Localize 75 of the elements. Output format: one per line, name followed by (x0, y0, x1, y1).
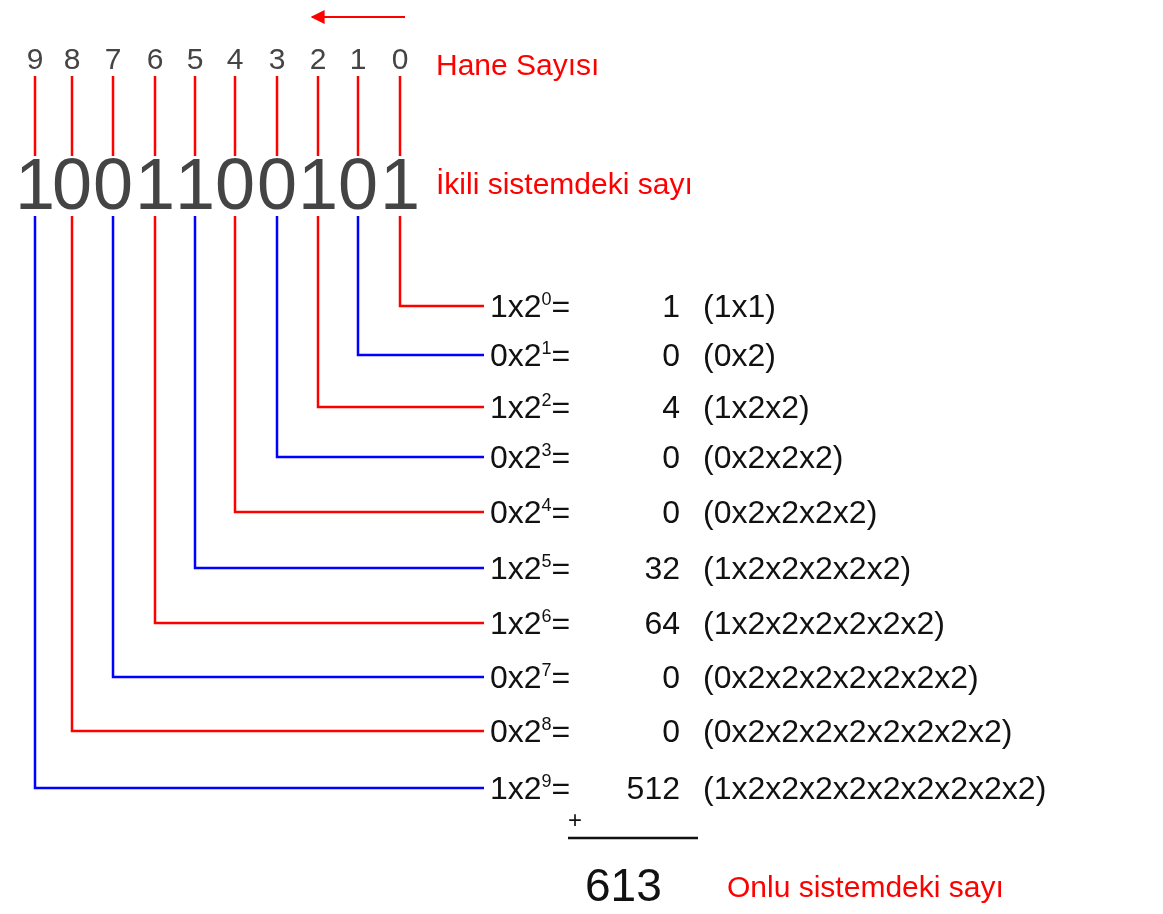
term-expansion: (0x2) (703, 337, 776, 373)
binary-digit: 1 (135, 148, 175, 220)
connector-line (193, 216, 484, 570)
digit-position-number: 1 (349, 44, 367, 74)
connector-line (33, 216, 484, 790)
term-expansion: (0x2x2x2) (703, 439, 844, 475)
term-value: 4 (662, 389, 680, 425)
digit-position-number: 9 (26, 44, 44, 74)
connector-line (398, 76, 402, 156)
connector-line (275, 76, 279, 156)
heading-label: Hane Sayısı (436, 50, 600, 80)
binary-digit: 0 (338, 148, 378, 220)
term-value: 1 (662, 288, 680, 324)
term-value: 0 (662, 659, 680, 695)
digit-position-number: 5 (186, 44, 204, 74)
term-expansion: (0x2x2x2x2x2x2x2x2) (703, 713, 1013, 749)
connector-line (33, 76, 37, 156)
power-term: 0x2$^{7}$= (490, 659, 571, 695)
sum-value: 613 (585, 862, 662, 908)
connector-line (275, 216, 484, 459)
power-term: 1x2$^{5}$= (490, 550, 571, 586)
power-term: 1x2$^{9}$= (490, 770, 571, 806)
term-value: 0 (662, 494, 680, 530)
term-expansion: (1x2x2x2x2x2x2x2x2x2) (703, 770, 1047, 806)
connector-line (356, 76, 360, 156)
digit-position-number: 8 (63, 44, 81, 74)
connector-line (316, 76, 320, 156)
power-term: 1x2$^{6}$= (490, 605, 571, 641)
heading-label: İkili sistemdeki sayı (436, 169, 693, 199)
term-expansion: (1x2x2x2x2x2) (703, 550, 912, 586)
digit-position-number: 2 (309, 44, 327, 74)
term-expansion: (1x1) (703, 288, 776, 324)
binary-digit: 1 (380, 148, 420, 220)
power-term: 0x2$^{1}$= (490, 337, 571, 373)
connector-line (111, 76, 115, 156)
connector-line (316, 216, 484, 409)
term-expansion: (0x2x2x2x2) (703, 494, 878, 530)
binary-digit: 1 (298, 148, 338, 220)
connector-line (153, 76, 157, 156)
digit-position-number: 3 (268, 44, 286, 74)
connector-line (70, 76, 74, 156)
connector-line (233, 76, 237, 156)
power-term: 1x2$^{2}$= (490, 389, 571, 425)
power-term: 0x2$^{8}$= (490, 713, 571, 749)
term-value: 32 (644, 550, 680, 586)
binary-digit: 0 (93, 148, 133, 220)
binary-digit: 0 (257, 148, 297, 220)
binary-digit: 1 (15, 148, 55, 220)
connector-line (153, 216, 484, 625)
term-value: 0 (662, 713, 680, 749)
power-term: 1x2$^{0}$= (490, 288, 571, 324)
connector-line (233, 216, 484, 514)
connector-line (193, 76, 197, 156)
digit-position-number: 6 (146, 44, 164, 74)
term-value: 512 (626, 770, 680, 806)
result-label: Onlu sistemdeki sayı (727, 872, 1004, 902)
binary-digit: 0 (52, 148, 92, 220)
term-expansion: (1x2x2x2x2x2x2) (703, 605, 945, 641)
digit-position-number: 4 (226, 44, 244, 74)
digit-position-number: 7 (104, 44, 122, 74)
binary-digit: 0 (215, 148, 255, 220)
term-value: 0 (662, 439, 680, 475)
connector-line (111, 216, 484, 679)
power-term: 0x2$^{3}$= (490, 439, 571, 475)
connector-line (398, 216, 484, 308)
digit-position-number: 0 (391, 44, 409, 74)
term-expansion: (0x2x2x2x2x2x2x2) (703, 659, 979, 695)
plus-sign: + (568, 808, 582, 832)
connector-line (356, 216, 484, 357)
term-expansion: (1x2x2) (703, 389, 810, 425)
term-value: 0 (662, 337, 680, 373)
term-value: 64 (644, 605, 680, 641)
binary-digit: 1 (175, 148, 215, 220)
connector-line (70, 216, 484, 733)
power-term: 0x2$^{4}$= (490, 494, 571, 530)
